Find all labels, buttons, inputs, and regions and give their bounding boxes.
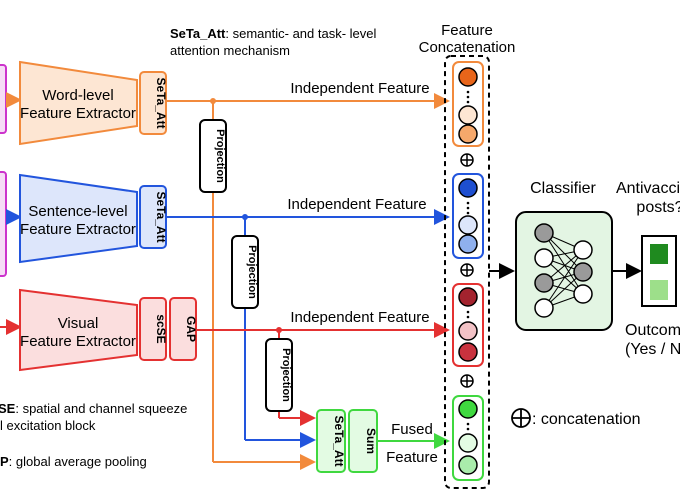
seta-att-module-word <box>139 71 167 135</box>
fusion-seta-att-label: SeTa_Att <box>332 415 346 466</box>
scse-legend-line2: l excitation block <box>0 418 96 433</box>
concat-symbol-2 <box>460 263 474 277</box>
outcome-label-1: Outcom <box>625 322 680 339</box>
concat-legend-icon <box>511 408 531 428</box>
fused-feature-vector <box>452 395 484 481</box>
sentence-extractor-label-1: Sentence-level <box>28 203 127 220</box>
scse-legend: SE: spatial and channel squeeze <box>0 401 187 416</box>
question-label-1: Antivacci <box>616 180 680 197</box>
projection-visual-label: Projection <box>280 348 292 402</box>
seta-att-sentence-label: SeTa_Att <box>154 191 168 242</box>
visual-extractor <box>19 288 138 372</box>
feature-concat-title-1: Feature <box>441 22 493 39</box>
word-independent-label: Independent Feature <box>290 80 429 97</box>
gap-legend: P: global average pooling <box>0 454 147 469</box>
projection-sentence-label: Projection <box>246 245 258 299</box>
visual-extractor-label-1: Visual <box>58 315 99 332</box>
sentence-feature-vector <box>452 173 484 259</box>
fused-label-1: Fused <box>391 421 433 438</box>
feature-concatenation-container <box>444 55 490 489</box>
concat-symbol-1 <box>460 153 474 167</box>
visual-extractor-label-2: Feature Extractor <box>20 333 136 350</box>
fusion-sum-label: Sum <box>364 428 378 454</box>
projection-box-word <box>199 119 227 193</box>
word-extractor-label-2: Feature Extractor <box>20 105 136 122</box>
word-feature-vector <box>452 61 484 147</box>
feature-concat-title-2: Concatenation <box>419 39 516 56</box>
word-extractor-label-1: Word-level <box>42 87 113 104</box>
visual-feature-vector <box>452 283 484 367</box>
word-extractor <box>19 60 138 146</box>
concat-legend-label: : concatenation <box>532 411 641 428</box>
classifier-title: Classifier <box>530 180 596 197</box>
outcome-vector <box>641 235 677 307</box>
seta-att-legend-line2: attention mechanism <box>170 43 290 58</box>
outcome-label-2: (Yes / N <box>625 341 680 358</box>
concat-symbol-3 <box>460 374 474 388</box>
visual-independent-label: Independent Feature <box>290 309 429 326</box>
projection-word-label: Projection <box>214 129 226 183</box>
gap-module-label: GAP <box>184 316 198 342</box>
sentence-extractor-label-2: Feature Extractor <box>20 221 136 238</box>
input-block-text-1 <box>0 64 7 134</box>
classifier-network <box>515 211 613 331</box>
seta-att-word-label: SeTa_Att <box>154 77 168 128</box>
question-label-2: posts? <box>636 199 680 216</box>
scse-module <box>139 297 167 361</box>
seta-att-legend: SeTa_Att: semantic- and task- level <box>170 26 377 41</box>
scse-module-label: scSE <box>154 314 168 343</box>
input-block-text-2 <box>0 171 7 277</box>
projection-box-visual <box>265 338 293 412</box>
fused-label-2: Feature <box>386 449 438 466</box>
projection-box-sentence <box>231 235 259 309</box>
sentence-independent-label: Independent Feature <box>287 196 426 213</box>
sentence-extractor <box>19 173 138 264</box>
fusion-seta-att-module <box>316 409 346 473</box>
